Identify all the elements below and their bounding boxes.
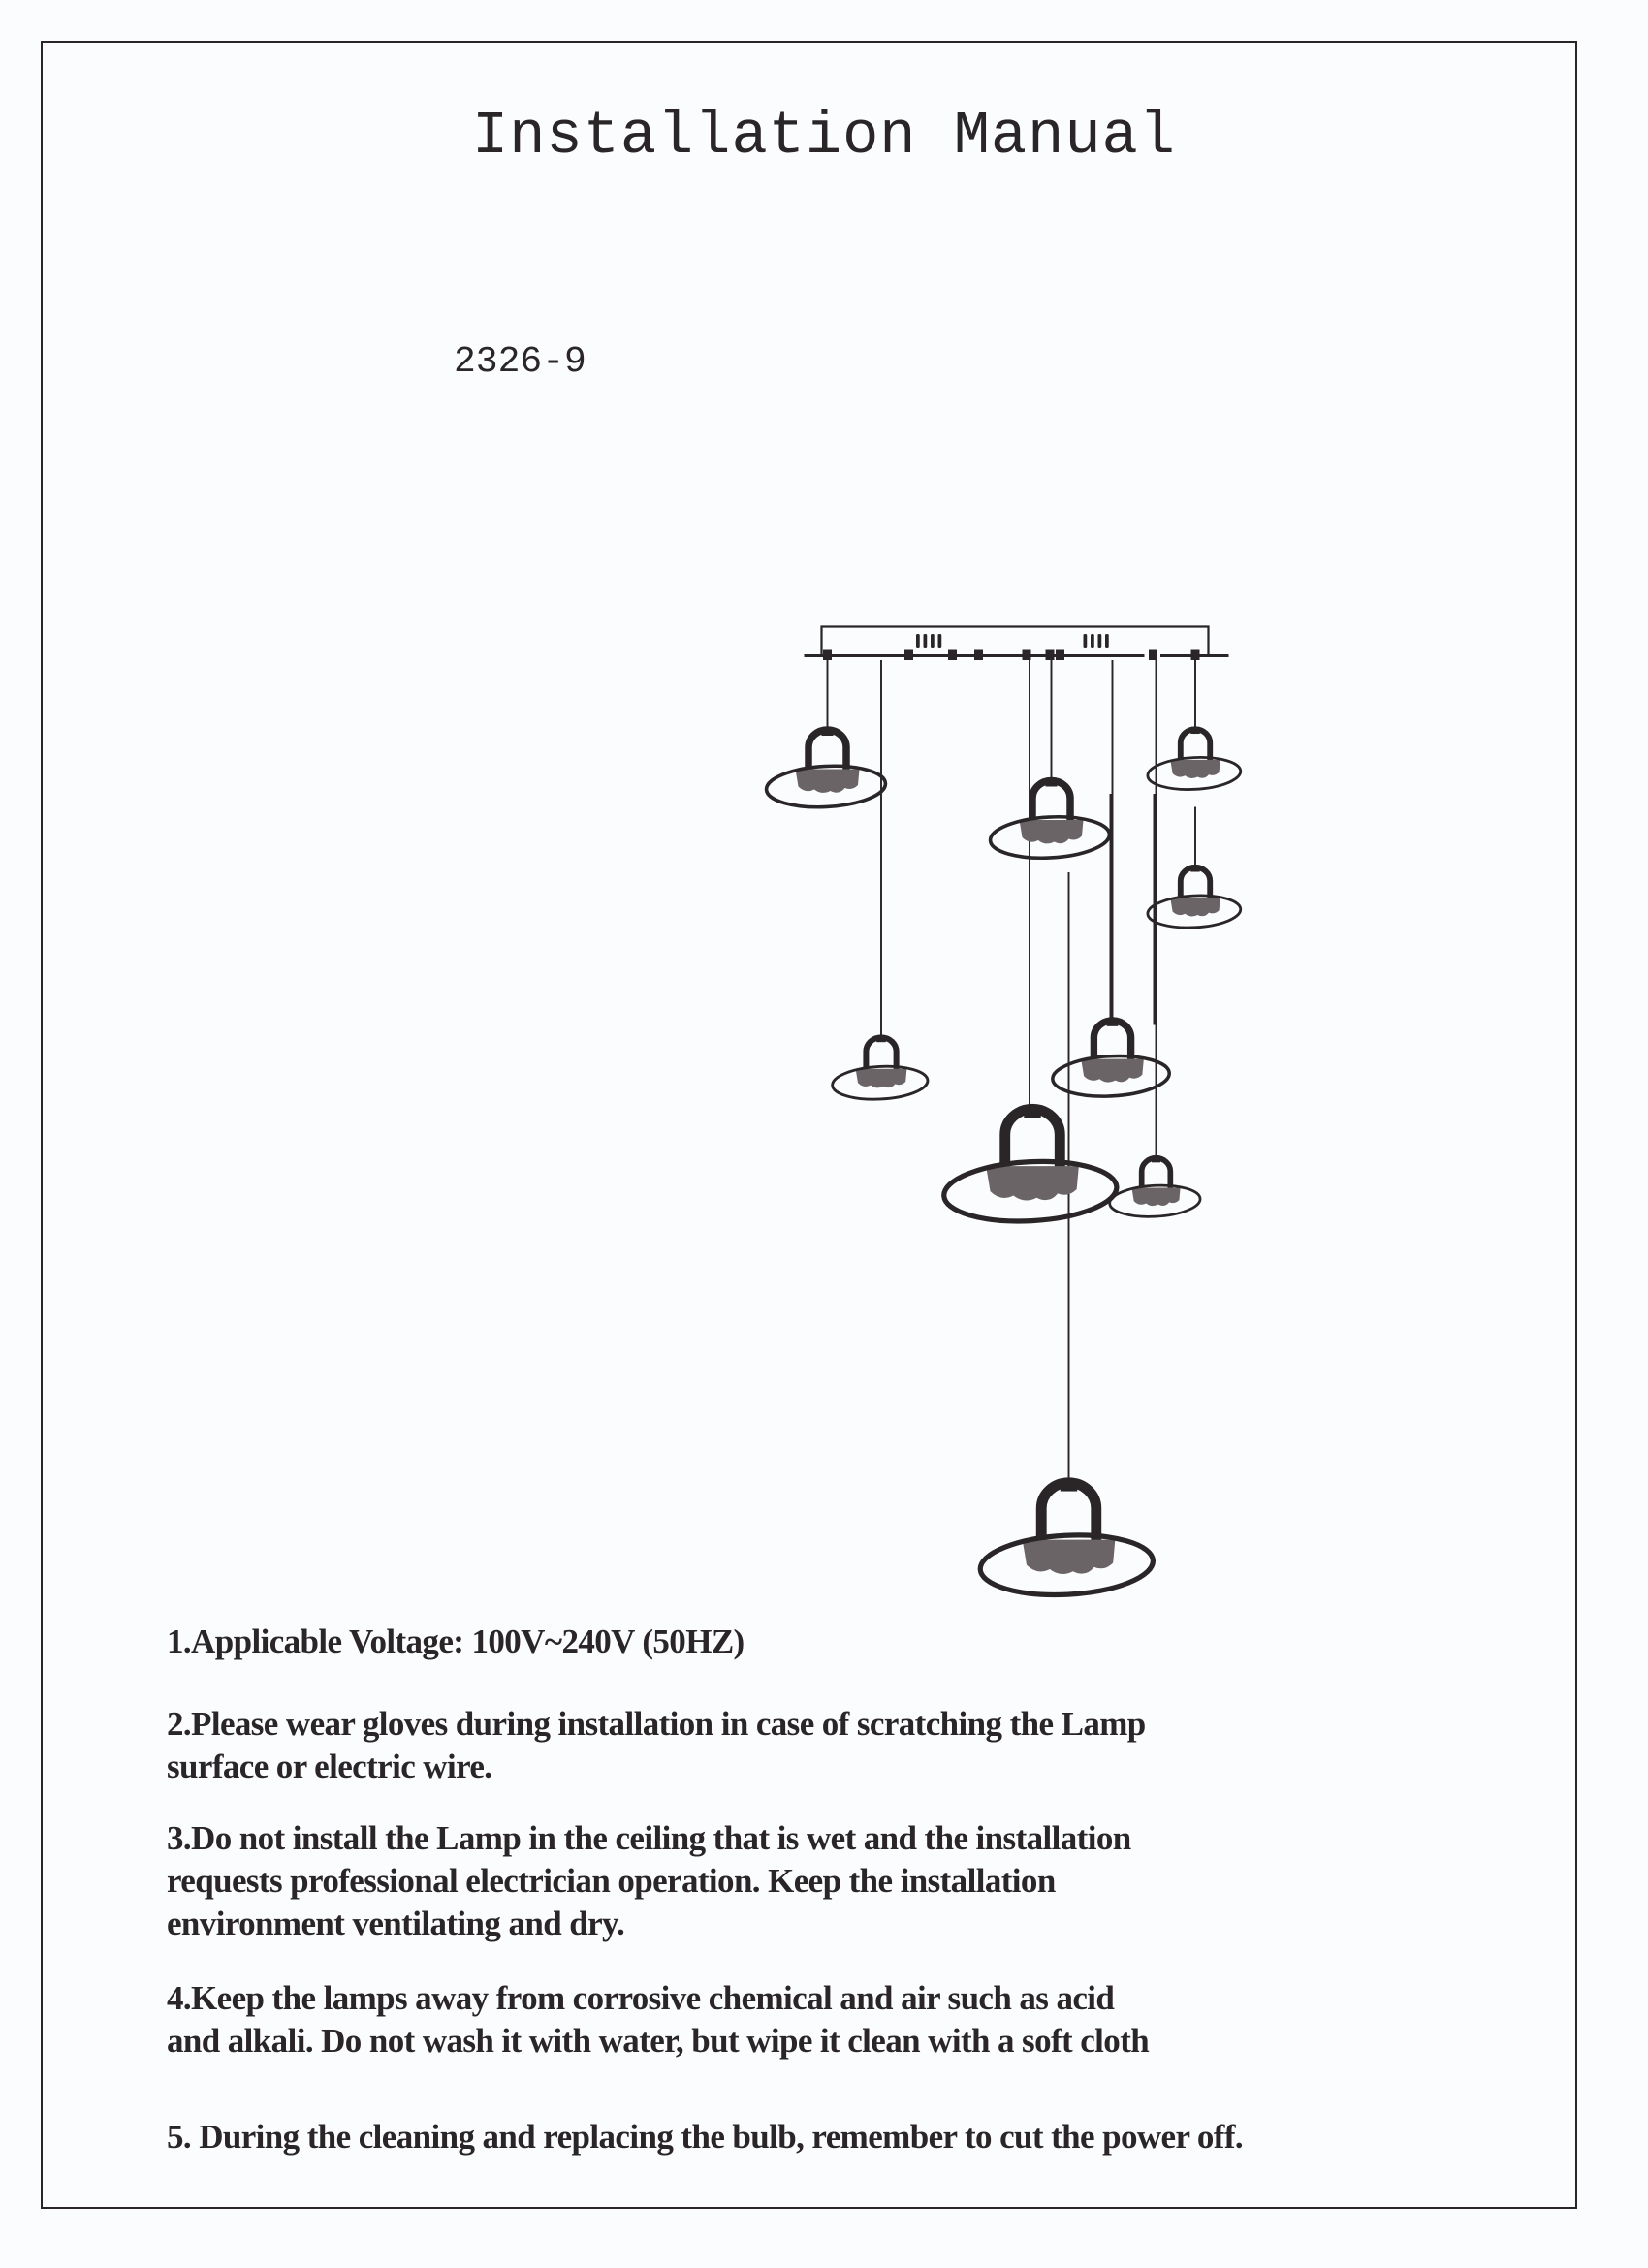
instruction-line: requests professional electrician operat…	[167, 1862, 1056, 1900]
instruction-line: and alkali. Do not wash it with water, b…	[167, 2022, 1150, 2060]
page-title: Installation Manual	[472, 102, 1176, 171]
instruction-item: 4.Keep the lamps away from corrosive che…	[167, 1977, 1150, 2063]
instruction-line: 3.Do not install the Lamp in the ceiling…	[167, 1819, 1131, 1857]
pendant-lamp	[988, 776, 1112, 861]
instruction-item: 2.Please wear gloves during installation…	[167, 1703, 1146, 1788]
instruction-item: 3.Do not install the Lamp in the ceiling…	[167, 1817, 1131, 1945]
instruction-item: 1.Applicable Voltage: 100V~240V (50HZ)	[167, 1621, 745, 1663]
instruction-line: 4.Keep the lamps away from corrosive che…	[167, 1979, 1115, 2017]
pendant-lamp	[977, 1477, 1157, 1598]
instruction-line: 5. During the cleaning and replacing the…	[167, 2118, 1244, 2156]
instruction-line: environment ventilating and dry.	[167, 1905, 625, 1942]
instruction-line: 2.Please wear gloves during installation…	[167, 1705, 1146, 1743]
instruction-line: 1.Applicable Voltage: 100V~240V (50HZ)	[167, 1622, 745, 1660]
pendant-lamp	[831, 1034, 930, 1101]
pendant-lamp	[1146, 864, 1243, 929]
ceiling-canopy	[804, 625, 1229, 660]
pendant-lamp	[1146, 726, 1243, 791]
pendant-lamp	[1108, 1155, 1202, 1218]
model-number: 2326-9	[454, 341, 586, 383]
instruction-item: 5. During the cleaning and replacing the…	[167, 2116, 1244, 2158]
pendant-lamp	[941, 1103, 1120, 1224]
pendant-lamp	[764, 726, 888, 809]
page-border	[41, 41, 1577, 2209]
instruction-line: surface or electric wire.	[167, 1748, 492, 1785]
pendant-lamp	[1051, 1017, 1171, 1098]
